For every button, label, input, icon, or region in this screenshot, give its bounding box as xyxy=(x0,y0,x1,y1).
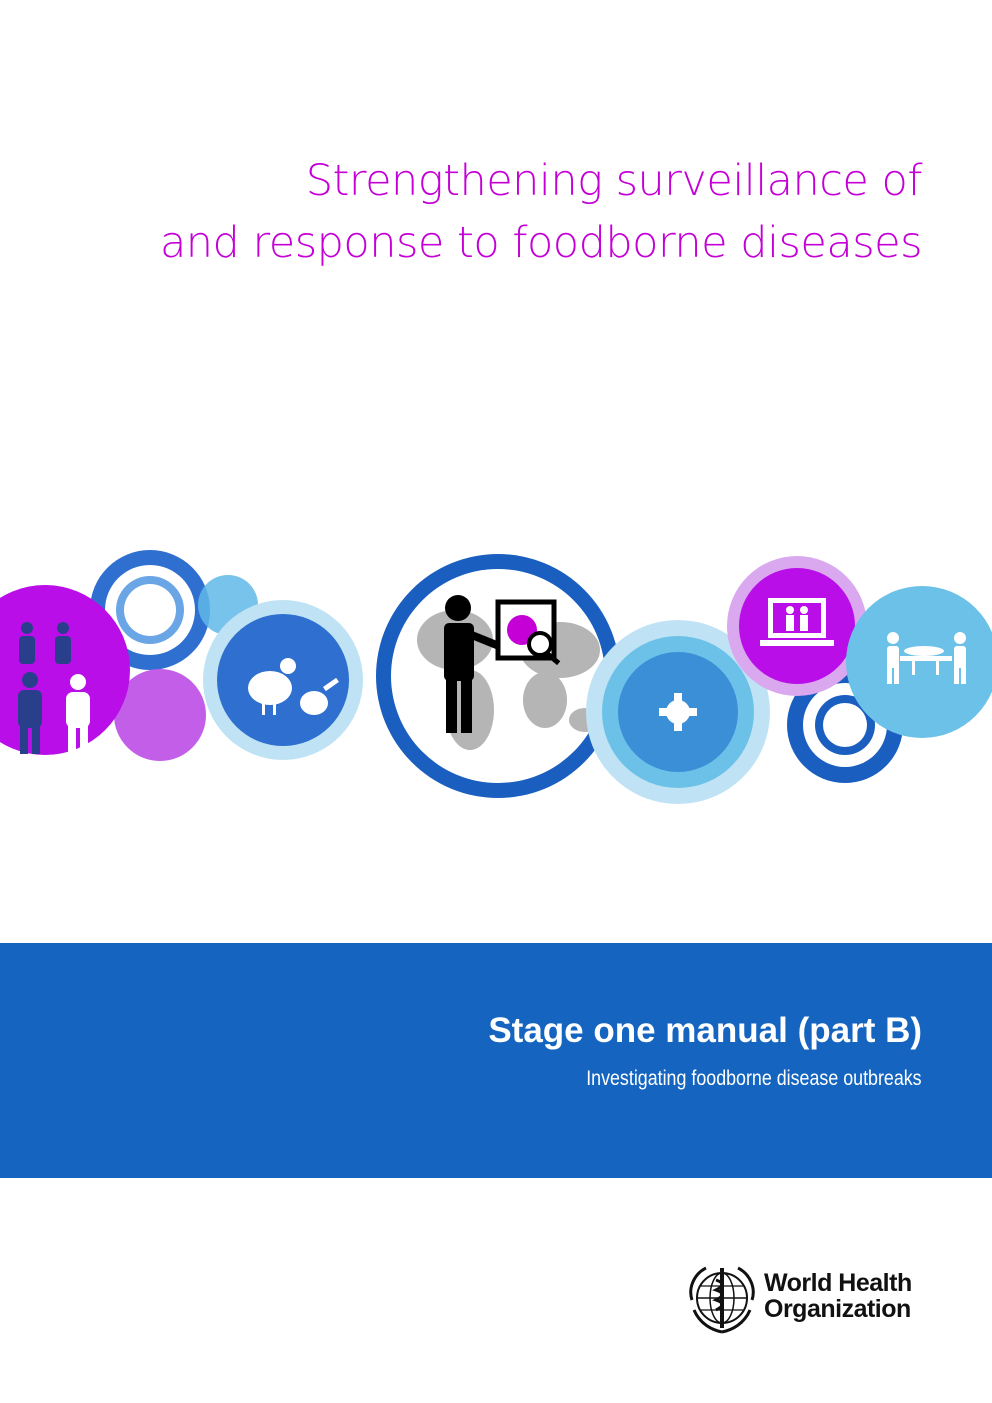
stretcher-patient-icon xyxy=(846,586,992,738)
publisher-logo: World Health Organization xyxy=(684,1260,924,1336)
laptop-family-icon xyxy=(727,556,867,696)
chicken-and-drumstick-icon xyxy=(203,600,363,760)
investigator-with-food-magnifier-icon xyxy=(376,554,620,798)
who-emblem-icon xyxy=(689,1266,755,1334)
title-line-2: and response to foodborne diseases xyxy=(159,218,923,268)
title-line-1: Strengthening surveillance of xyxy=(305,156,923,206)
document-title: Strengthening surveillance of and respon… xyxy=(102,150,923,274)
decorative-circle xyxy=(114,669,206,761)
bacteria-gear-icon xyxy=(586,620,770,804)
cover-illustration xyxy=(0,550,992,804)
manual-topic: Investigating foodborne disease outbreak… xyxy=(586,1067,922,1090)
manual-subtitle: Stage one manual (part B) xyxy=(488,1011,922,1050)
publisher-name: World Health Organization xyxy=(764,1270,912,1322)
title-band: Stage one manual (part B) Investigating … xyxy=(0,943,992,1178)
sick-people-icon xyxy=(0,585,130,755)
publisher-name-line-1: World Health xyxy=(764,1269,912,1297)
publisher-name-line-2: Organization xyxy=(764,1295,911,1323)
